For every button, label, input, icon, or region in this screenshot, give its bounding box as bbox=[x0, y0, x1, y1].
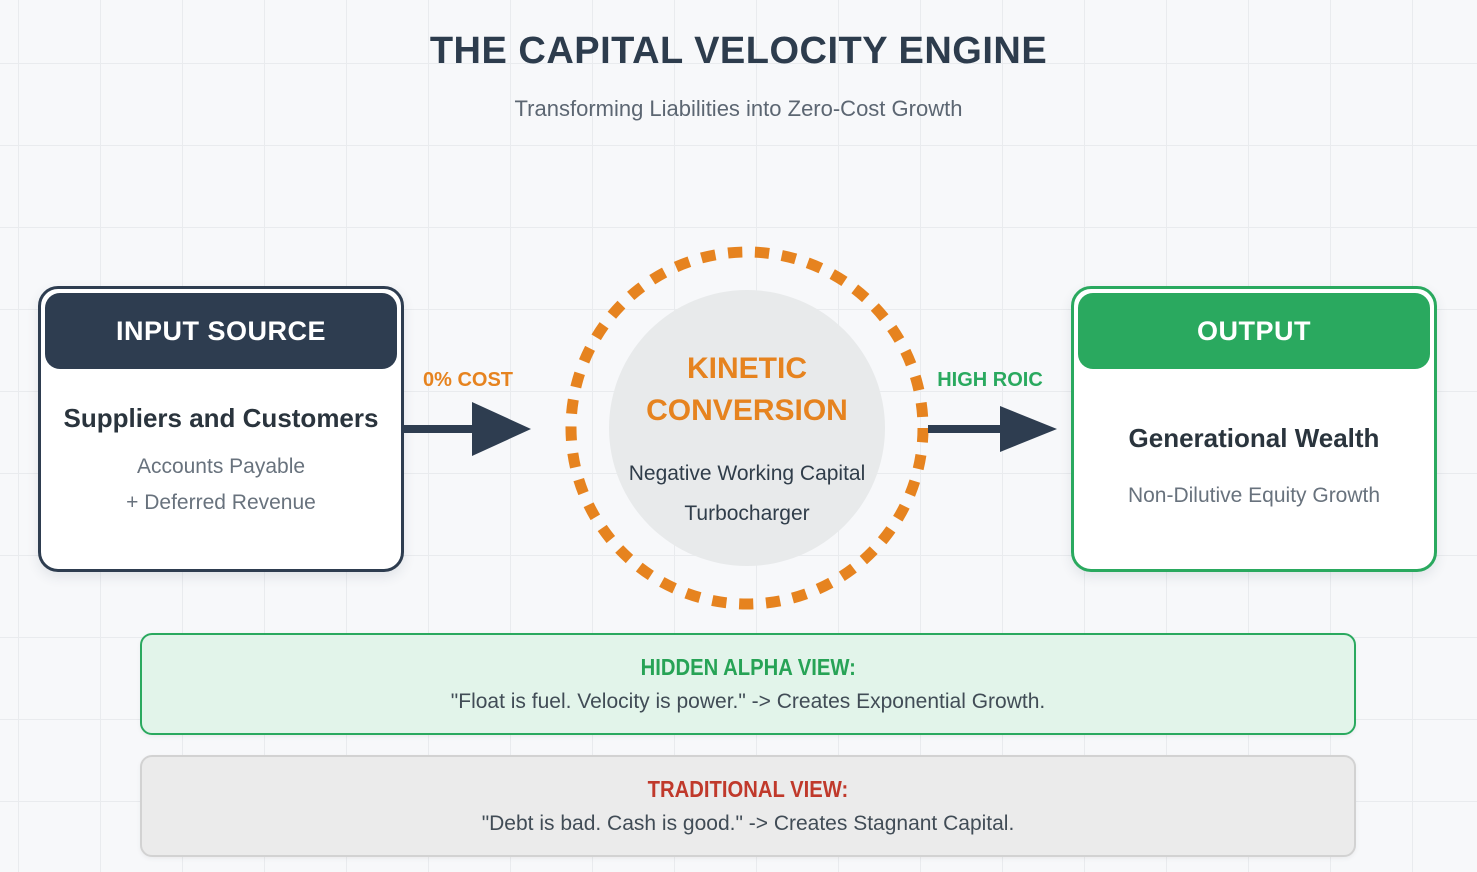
traditional-view-title: TRADITIONAL VIEW: bbox=[647, 776, 849, 802]
input-source-line: + Deferred Revenue bbox=[126, 491, 316, 514]
engine-subtitle-line: Turbocharger bbox=[684, 502, 810, 525]
output-header: OUTPUT bbox=[1078, 293, 1430, 369]
engine-title-line: CONVERSION bbox=[646, 394, 848, 427]
arrow-right-icon bbox=[928, 406, 1057, 452]
page-title: THE CAPITAL VELOCITY ENGINE bbox=[429, 30, 1048, 72]
hidden-alpha-text: "Float is fuel. Velocity is power." -> C… bbox=[450, 690, 1046, 713]
high-roic-label: HIGH ROIC bbox=[937, 369, 1043, 391]
output-line: Non-Dilutive Equity Growth bbox=[1127, 484, 1381, 507]
engine-subtitle: Negative Working Capital Turbocharger bbox=[562, 454, 932, 534]
input-source-title: Suppliers and Customers bbox=[63, 403, 379, 433]
arrow-right-icon bbox=[404, 402, 531, 456]
kinetic-conversion-engine: KINETIC CONVERSION Negative Working Capi… bbox=[562, 242, 932, 612]
output-title: Generational Wealth bbox=[1128, 423, 1380, 453]
engine-title-line: KINETIC bbox=[687, 352, 807, 385]
input-source-card: INPUT SOURCE Suppliers and Customers Acc… bbox=[38, 286, 404, 572]
hidden-alpha-title: HIDDEN ALPHA VIEW: bbox=[640, 654, 856, 680]
page-subtitle: Transforming Liabilities into Zero-Cost … bbox=[514, 96, 963, 121]
traditional-view-banner: TRADITIONAL VIEW: "Debt is bad. Cash is … bbox=[140, 755, 1356, 857]
engine-title: KINETIC CONVERSION bbox=[562, 348, 932, 432]
output-card: OUTPUT Generational Wealth Non-Dilutive … bbox=[1071, 286, 1437, 572]
dashed-ring-icon bbox=[565, 246, 929, 610]
input-source-header: INPUT SOURCE bbox=[45, 293, 397, 369]
traditional-view-text: "Debt is bad. Cash is good." -> Creates … bbox=[481, 812, 1015, 835]
input-source-line: Accounts Payable bbox=[136, 455, 306, 478]
zero-cost-label: 0% COST bbox=[422, 369, 514, 391]
engine-subtitle-line: Negative Working Capital bbox=[628, 462, 866, 485]
hidden-alpha-banner: HIDDEN ALPHA VIEW: "Float is fuel. Veloc… bbox=[140, 633, 1356, 735]
